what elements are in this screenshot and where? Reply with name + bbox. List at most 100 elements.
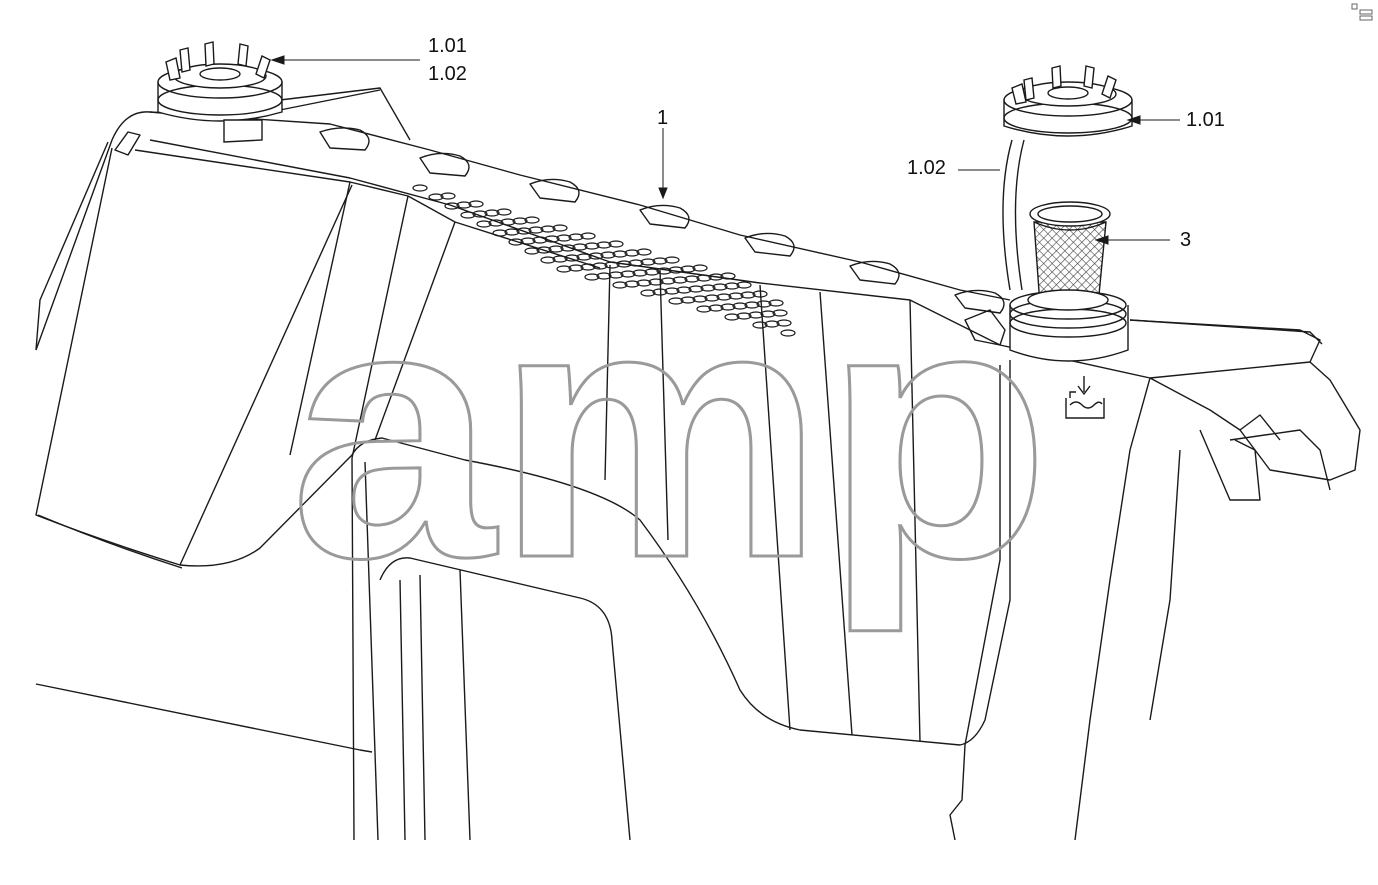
vent-slot xyxy=(736,281,752,289)
vent-slot xyxy=(552,255,568,263)
fuel-fill-pictogram xyxy=(1065,376,1105,419)
vent-slot xyxy=(656,267,672,275)
vent-slot xyxy=(596,272,612,280)
vent-slot xyxy=(556,234,572,242)
vent-slot xyxy=(652,288,668,296)
vent-slot xyxy=(628,259,644,267)
vent-slot xyxy=(680,296,696,304)
vent-slot xyxy=(428,193,444,201)
vent-slot xyxy=(732,302,748,310)
vent-slot xyxy=(748,311,764,319)
vent-slot xyxy=(676,286,692,294)
vent-slot xyxy=(468,200,484,208)
vent-slot xyxy=(540,225,556,233)
vent-slot xyxy=(576,253,592,261)
vent-slot xyxy=(548,245,564,253)
vent-slot xyxy=(708,304,724,312)
leader-lines xyxy=(270,55,1180,245)
vent-slot xyxy=(568,233,584,241)
vent-slot xyxy=(556,265,572,273)
left-filler-cap xyxy=(157,41,283,143)
vent-slot xyxy=(776,319,792,327)
vent-slot xyxy=(704,294,720,302)
vent-slot xyxy=(456,201,472,209)
vent-slot xyxy=(716,293,732,301)
vent-slot xyxy=(476,220,492,228)
vent-slot xyxy=(492,229,508,237)
vent-slot xyxy=(528,226,544,234)
vent-slot xyxy=(608,271,624,279)
vent-slot xyxy=(508,238,524,246)
vent-slot xyxy=(736,312,752,320)
vent-slot xyxy=(572,243,588,251)
vent-slot xyxy=(444,202,460,210)
vent-slot xyxy=(540,256,556,264)
callout-right-cap-1-02: 1.02 xyxy=(907,157,946,179)
vent-slot xyxy=(592,262,608,270)
vent-slot xyxy=(484,209,500,217)
vent-slot xyxy=(624,249,640,257)
vent-slot xyxy=(472,210,488,218)
vent-slot xyxy=(500,218,516,226)
vent-slot xyxy=(696,305,712,313)
vent-slot xyxy=(752,290,768,298)
vent-slot xyxy=(780,329,796,337)
vent-slot xyxy=(460,211,476,219)
vent-slot xyxy=(532,236,548,244)
vent-slot xyxy=(756,300,772,308)
vent-slot xyxy=(700,284,716,292)
vent-slot xyxy=(552,224,568,232)
callout-left-cap-1-02: 1.02 xyxy=(428,63,467,85)
vent-slot xyxy=(692,264,708,272)
filler-neck xyxy=(1009,289,1129,362)
vent-slot xyxy=(616,260,632,268)
vent-slot xyxy=(520,237,536,245)
vent-slot xyxy=(536,246,552,254)
vent-slot-grid xyxy=(412,184,796,337)
filler-strainer xyxy=(1029,201,1111,313)
vent-slot xyxy=(620,270,636,278)
vent-slot xyxy=(752,321,768,329)
vent-slot xyxy=(568,264,584,272)
vent-slot xyxy=(668,297,684,305)
vent-slot xyxy=(772,309,788,317)
vent-slot xyxy=(496,208,512,216)
vent-slot xyxy=(664,287,680,295)
callout-strainer-3: 3 xyxy=(1180,229,1192,251)
vent-slot xyxy=(524,216,540,224)
watermark: amp xyxy=(289,230,1052,637)
vent-slot xyxy=(512,217,528,225)
vent-slot xyxy=(584,242,600,250)
vent-slot xyxy=(660,277,676,285)
vent-slot xyxy=(764,320,780,328)
vent-slot xyxy=(644,268,660,276)
vent-slot xyxy=(612,281,628,289)
callout-right-cap-1-01: 1.01 xyxy=(1186,109,1225,131)
vent-slot xyxy=(624,280,640,288)
vent-slot xyxy=(680,265,696,273)
corner-marks xyxy=(1351,3,1373,21)
vent-slot xyxy=(648,278,664,286)
vent-slot xyxy=(692,295,708,303)
watermark-text: amp xyxy=(290,231,1050,635)
vent-slot xyxy=(596,241,612,249)
vent-slot xyxy=(724,282,740,290)
vent-slot xyxy=(760,310,776,318)
vent-slot xyxy=(640,289,656,297)
callout-tank-1: 1 xyxy=(657,107,669,129)
vent-slot xyxy=(504,228,520,236)
vent-slot xyxy=(632,269,648,277)
vent-slot xyxy=(524,247,540,255)
vent-slot xyxy=(488,219,504,227)
vent-slot xyxy=(688,285,704,293)
vent-slot xyxy=(712,283,728,291)
vent-slot xyxy=(696,274,712,282)
vent-slot xyxy=(544,235,560,243)
vent-slot xyxy=(668,266,684,274)
vent-slot xyxy=(440,192,456,200)
vent-slot xyxy=(768,299,784,307)
vent-slot xyxy=(708,273,724,281)
vent-slot xyxy=(584,273,600,281)
vent-slot xyxy=(564,254,580,262)
vent-slot xyxy=(720,303,736,311)
